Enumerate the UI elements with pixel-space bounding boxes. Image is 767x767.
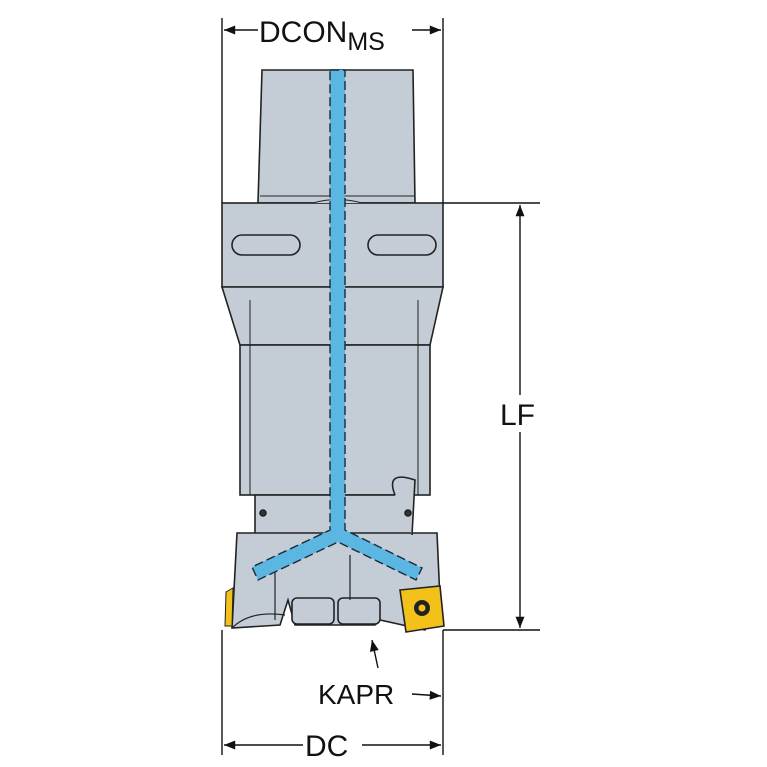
- dcon-label: DCONMS: [259, 16, 385, 56]
- insert-left: [224, 587, 234, 627]
- lf-label: LF: [500, 399, 535, 432]
- coolant-channel: [251, 69, 423, 581]
- kapr-label: KAPR: [318, 679, 394, 710]
- dimension-lines: [221, 18, 540, 755]
- slot-left: [231, 234, 301, 256]
- dc-label: DC: [305, 730, 348, 763]
- insert: [224, 585, 445, 633]
- dimension-labels: DCONMS LF KAPR DC: [259, 16, 535, 763]
- slot-right: [367, 234, 437, 256]
